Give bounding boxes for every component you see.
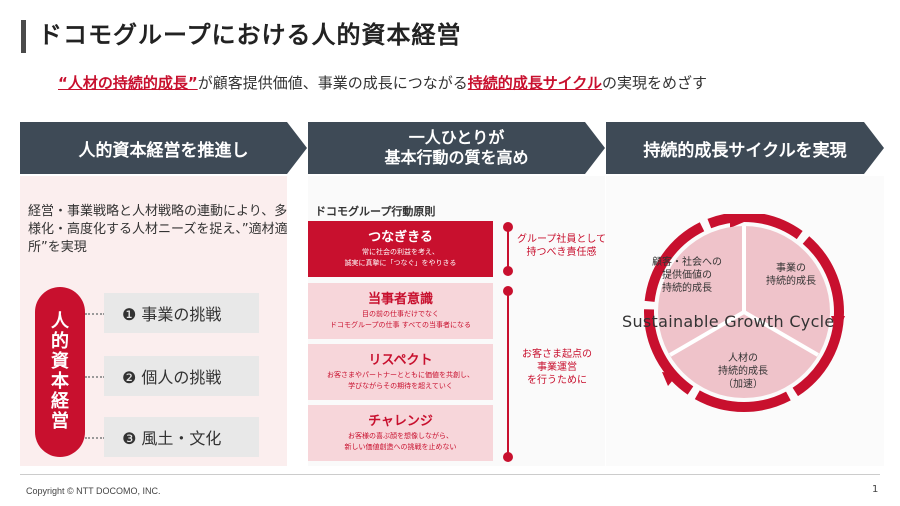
segment-label-customer-value: 顧客・社会への 提供価値の 持続的成長 — [652, 256, 722, 295]
principle-line: 学びながらその期待を超えていく — [348, 382, 453, 390]
segment-line: 持続的成長 — [766, 276, 816, 287]
pill-char: 人 — [51, 311, 69, 332]
cycle-title: Sustainable Growth Cycle — [622, 312, 835, 331]
strategy-description: 経営・事業戦略と人材戦略の連動により、多様化・高度化する人材ニーズを捉え、”適材… — [28, 204, 288, 255]
cycle-ring — [644, 214, 844, 412]
principle-title: チャレンジ — [368, 414, 433, 429]
pillar-connector — [85, 437, 105, 439]
bracket-dot — [503, 222, 513, 232]
pill-char: 的 — [51, 331, 69, 352]
principle-title: リスペクト — [368, 353, 433, 368]
pill-char: 経 — [51, 391, 69, 412]
step-arrow-1-label: 人的資本経営を推進し — [78, 140, 249, 161]
copyright: Copyright © NTT DOCOMO, INC. — [26, 486, 161, 496]
segment-label-business-growth: 事業の 持続的成長 — [766, 262, 816, 288]
segment-line: 顧客・社会への — [652, 257, 722, 268]
responsibility-note: グループ社員として 持つべき責任感 — [517, 233, 606, 259]
cycle-arrowhead — [730, 216, 744, 228]
subtitle: “人材の持続的成長”が顧客提供価値、事業の成長につながる持続的成長サイクルの実現… — [58, 72, 707, 94]
pill-char: 営 — [51, 411, 69, 432]
note-line: 持つべき責任感 — [526, 247, 597, 258]
step-arrow-1: 人的資本経営を推進し — [20, 122, 307, 174]
segment-line: 持続的成長 — [718, 366, 768, 377]
customer-first-note: お客さま起点の 事業運営 を行うために — [522, 348, 592, 387]
pill-char: 本 — [51, 371, 69, 392]
cycle-arrowhead — [831, 316, 845, 332]
principle-card: リスペクト お客さまやパートナーとともに価値を共創し、 学びながらその期待を超え… — [308, 344, 493, 400]
page-title: ドコモグループにおける人的資本経営 — [38, 21, 462, 49]
subtitle-text-1: が顧客提供価値、事業の成長につながる — [197, 74, 468, 92]
step-arrow-2-line-1: 一人ひとりが — [408, 128, 505, 147]
segment-line: 事業の — [776, 263, 806, 274]
step-arrow-3: 持続的成長サイクルを実現 — [606, 122, 884, 174]
step-arrow-2-line-2: 基本行動の質を高め — [384, 148, 529, 167]
subtitle-emphasis-2: 持続的成長サイクル — [467, 74, 602, 92]
bracket-dot — [503, 452, 513, 462]
principle-line: 誠実に真摯に「つなぐ」をやりきる — [344, 259, 457, 267]
principle-title: つなぎきる — [368, 230, 433, 245]
cycle-arrowhead — [662, 372, 678, 386]
segment-line: （加速） — [723, 379, 763, 390]
subtitle-text-2: の実現をめざす — [602, 74, 708, 92]
segment-label-talent-growth: 人材の 持続的成長 （加速） — [718, 352, 768, 391]
page-number: 1 — [872, 484, 879, 495]
segment-divider — [668, 310, 746, 357]
note-line: お客さま起点の — [522, 349, 592, 360]
principle-line: 新しい価値創造への挑戦を止めない — [344, 443, 457, 451]
step-arrow-3-label: 持続的成長サイクルを実現 — [643, 140, 847, 161]
bracket-line — [507, 290, 509, 455]
principle-title: 当事者意識 — [367, 292, 433, 307]
pillar-connector — [85, 313, 105, 315]
human-capital-management-pill: 人 的 資 本 経 営 — [35, 287, 85, 457]
action-principles-label: ドコモグループ行動原則 — [315, 205, 436, 218]
growth-cycle-diagram — [644, 214, 845, 412]
pill-char: 資 — [51, 351, 69, 372]
note-line: 事業運営 — [537, 362, 577, 373]
note-line: グループ社員として — [517, 234, 607, 245]
principle-line: お客さまやパートナーとともに価値を共創し、 — [327, 371, 474, 379]
principle-line: 常に社会の利益を考え、 — [362, 248, 439, 256]
segment-divider — [742, 310, 820, 357]
segment-line: 提供価値の — [662, 270, 712, 281]
bracket-line — [507, 226, 509, 271]
bracket-dot — [503, 286, 513, 296]
pillar-business-challenge: ❶ 事業の挑戦 — [104, 293, 259, 333]
principle-line: ドコモグループの仕事 すべての当事者になる — [329, 321, 472, 329]
principle-card: つなぎきる 常に社会の利益を考え、 誠実に真摯に「つなぐ」をやりきる — [308, 221, 493, 277]
step-arrow-2: 一人ひとりが基本行動の質を高め — [308, 122, 605, 174]
segment-line: 持続的成長 — [662, 283, 712, 294]
pillar-culture: ❸ 風土・文化 — [104, 417, 259, 457]
principle-line: お客様の喜ぶ顔を想像しながら、 — [348, 432, 453, 440]
pillar-connector — [85, 376, 105, 378]
footer-divider — [20, 474, 880, 475]
principle-line: 目の前の仕事だけでなく — [362, 310, 439, 318]
title-accent-bar — [21, 20, 26, 53]
subtitle-emphasis-1: “人材の持続的成長” — [58, 74, 198, 92]
bracket-dot — [503, 266, 513, 276]
pillar-individual-challenge: ❷ 個人の挑戦 — [104, 356, 259, 396]
segment-line: 人材の — [728, 353, 758, 364]
principle-card: 当事者意識 目の前の仕事だけでなく ドコモグループの仕事 すべての当事者になる — [308, 283, 493, 339]
principle-card: チャレンジ お客様の喜ぶ顔を想像しながら、 新しい価値創造への挑戦を止めない — [308, 405, 493, 461]
note-line: を行うために — [527, 375, 587, 386]
